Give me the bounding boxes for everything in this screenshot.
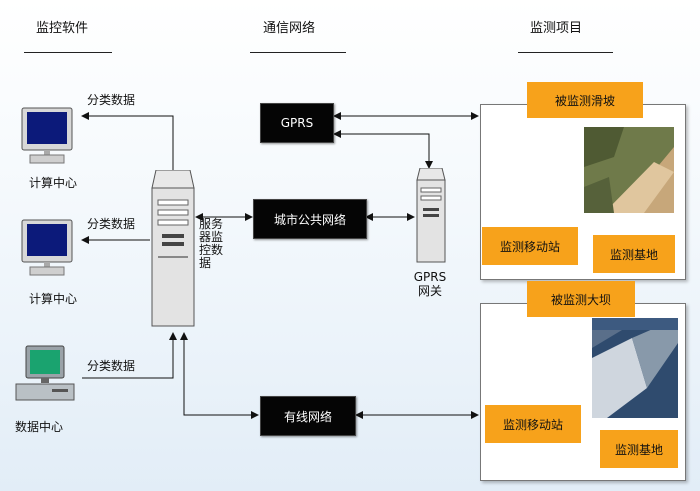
column-rule-software — [24, 52, 112, 53]
computer-icon — [21, 219, 73, 276]
arrow-label: 分类数据 — [87, 93, 136, 107]
column-rule-project — [518, 52, 613, 53]
site-title-landslide: 被监测滑坡 — [527, 82, 643, 118]
network-city: 城市公共网络 — [253, 199, 367, 239]
mobile-station-landslide: 监测移动站 — [482, 227, 578, 265]
gateway-label: GPRS 网关 — [402, 270, 458, 298]
mobile-station-dam: 监测移动站 — [485, 405, 581, 443]
network-wired: 有线网络 — [260, 396, 356, 436]
server-label: 服务器监控数据 — [199, 217, 224, 270]
server-icon — [151, 170, 195, 327]
column-title-software: 监控软件 — [36, 21, 89, 36]
base-station-dam: 监测基地 — [600, 430, 678, 468]
dam-photo — [592, 318, 678, 418]
site-title-dam: 被监测大坝 — [527, 281, 635, 317]
column-rule-network — [250, 52, 346, 53]
column-title-project: 监测项目 — [530, 21, 583, 36]
client-label: 数据中心 — [15, 420, 64, 434]
client-label: 计算中心 — [29, 176, 78, 190]
gateway-label-line1: GPRS — [413, 270, 447, 284]
client-label: 计算中心 — [29, 292, 78, 306]
gateway-label-line2: 网关 — [417, 284, 442, 298]
computer-icon — [15, 345, 75, 401]
computer-icon — [21, 107, 73, 164]
gateway-icon — [416, 168, 446, 263]
base-station-landslide: 监测基地 — [593, 235, 675, 273]
column-title-network: 通信网络 — [263, 21, 316, 36]
arrow-label: 分类数据 — [87, 217, 136, 231]
landslide-photo — [584, 127, 674, 213]
network-gprs: GPRS — [260, 103, 334, 143]
arrow-label: 分类数据 — [87, 359, 136, 373]
